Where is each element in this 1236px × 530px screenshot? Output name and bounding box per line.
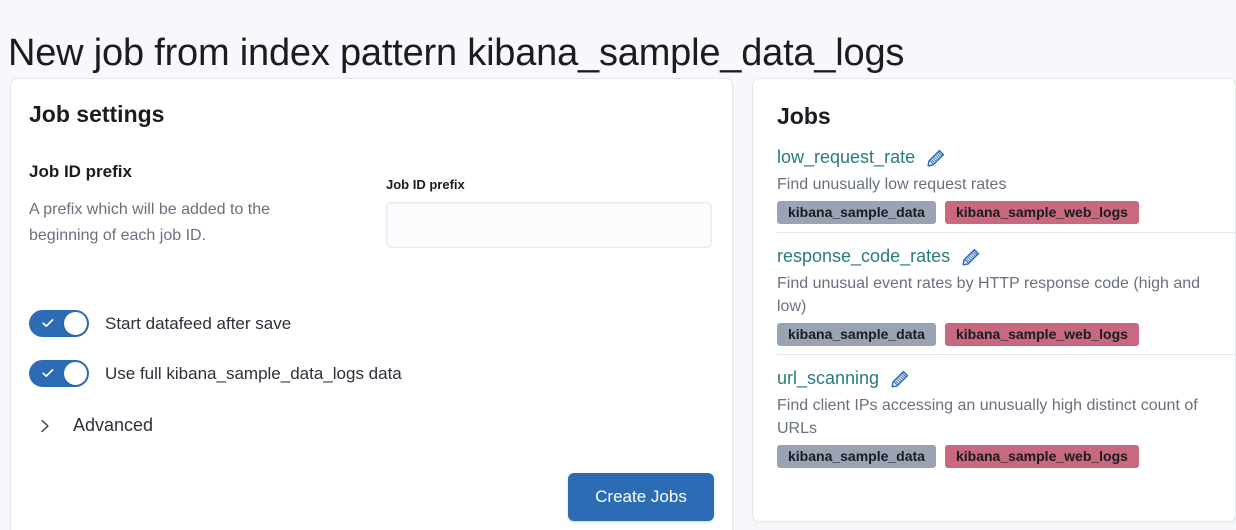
toggle-row-use-full-data[interactable]: Use full kibana_sample_data_logs data — [29, 360, 402, 387]
badge-kibana-sample-web-logs: kibana_sample_web_logs — [944, 323, 1139, 346]
jobs-heading: Jobs — [777, 103, 831, 129]
toggle-knob — [64, 362, 87, 385]
advanced-accordion[interactable]: Advanced — [37, 415, 153, 436]
job-list-item: response_code_rates Find unusual event r… — [777, 232, 1235, 354]
job-header: response_code_rates — [777, 246, 1235, 267]
job-id-prefix-description: A prefix which will be added to the begi… — [29, 201, 271, 244]
jobs-panel: Jobs low_request_rate Find unusually low… — [752, 78, 1236, 522]
job-id-prefix-input[interactable] — [386, 202, 712, 248]
job-settings-panel: Job settings Job ID prefix A prefix whic… — [10, 78, 733, 530]
create-jobs-button[interactable]: Create Jobs — [568, 473, 714, 521]
job-badges: kibana_sample_data kibana_sample_web_log… — [777, 201, 1235, 224]
badge-kibana-sample-data: kibana_sample_data — [777, 445, 936, 468]
use-full-data-label: Use full kibana_sample_data_logs data — [105, 363, 402, 383]
pencil-edit-icon[interactable] — [890, 369, 910, 389]
job-settings-heading: Job settings — [29, 101, 165, 127]
job-description: Find unusually low request rates — [777, 176, 1007, 193]
start-datafeed-toggle[interactable] — [29, 310, 89, 337]
job-description: Find unusual event rates by HTTP respons… — [777, 275, 1201, 315]
job-name-link[interactable]: response_code_rates — [777, 246, 951, 266]
job-list-item: low_request_rate Find unusually low requ… — [777, 147, 1235, 232]
job-name-link[interactable]: url_scanning — [777, 368, 880, 388]
check-icon — [42, 319, 54, 327]
jobs-list: low_request_rate Find unusually low requ… — [777, 147, 1235, 476]
chevron-right-icon — [41, 419, 49, 432]
toggle-knob — [64, 312, 87, 335]
job-name-link[interactable]: low_request_rate — [777, 147, 916, 167]
job-list-item: url_scanning Find client IPs accessing a… — [777, 354, 1235, 476]
badge-kibana-sample-web-logs: kibana_sample_web_logs — [944, 201, 1139, 224]
pencil-edit-icon[interactable] — [926, 148, 946, 168]
badge-kibana-sample-data: kibana_sample_data — [777, 323, 936, 346]
pencil-edit-icon[interactable] — [961, 247, 981, 267]
toggle-row-start-datafeed[interactable]: Start datafeed after save — [29, 310, 291, 337]
start-datafeed-label: Start datafeed after save — [105, 313, 292, 333]
advanced-label: Advanced — [73, 415, 154, 435]
job-header: low_request_rate — [777, 147, 1235, 168]
job-badges: kibana_sample_data kibana_sample_web_log… — [777, 445, 1235, 468]
job-header: url_scanning — [777, 368, 1235, 389]
use-full-data-toggle[interactable] — [29, 360, 89, 387]
check-icon — [42, 369, 54, 377]
job-id-prefix-input-label: Job ID prefix — [386, 177, 465, 192]
page-title: New job from index pattern kibana_sample… — [8, 32, 905, 75]
job-id-prefix-title: Job ID prefix — [29, 162, 132, 181]
job-description: Find client IPs accessing an unusually h… — [777, 397, 1198, 437]
badge-kibana-sample-data: kibana_sample_data — [777, 201, 936, 224]
job-badges: kibana_sample_data kibana_sample_web_log… — [777, 323, 1235, 346]
badge-kibana-sample-web-logs: kibana_sample_web_logs — [944, 445, 1139, 468]
